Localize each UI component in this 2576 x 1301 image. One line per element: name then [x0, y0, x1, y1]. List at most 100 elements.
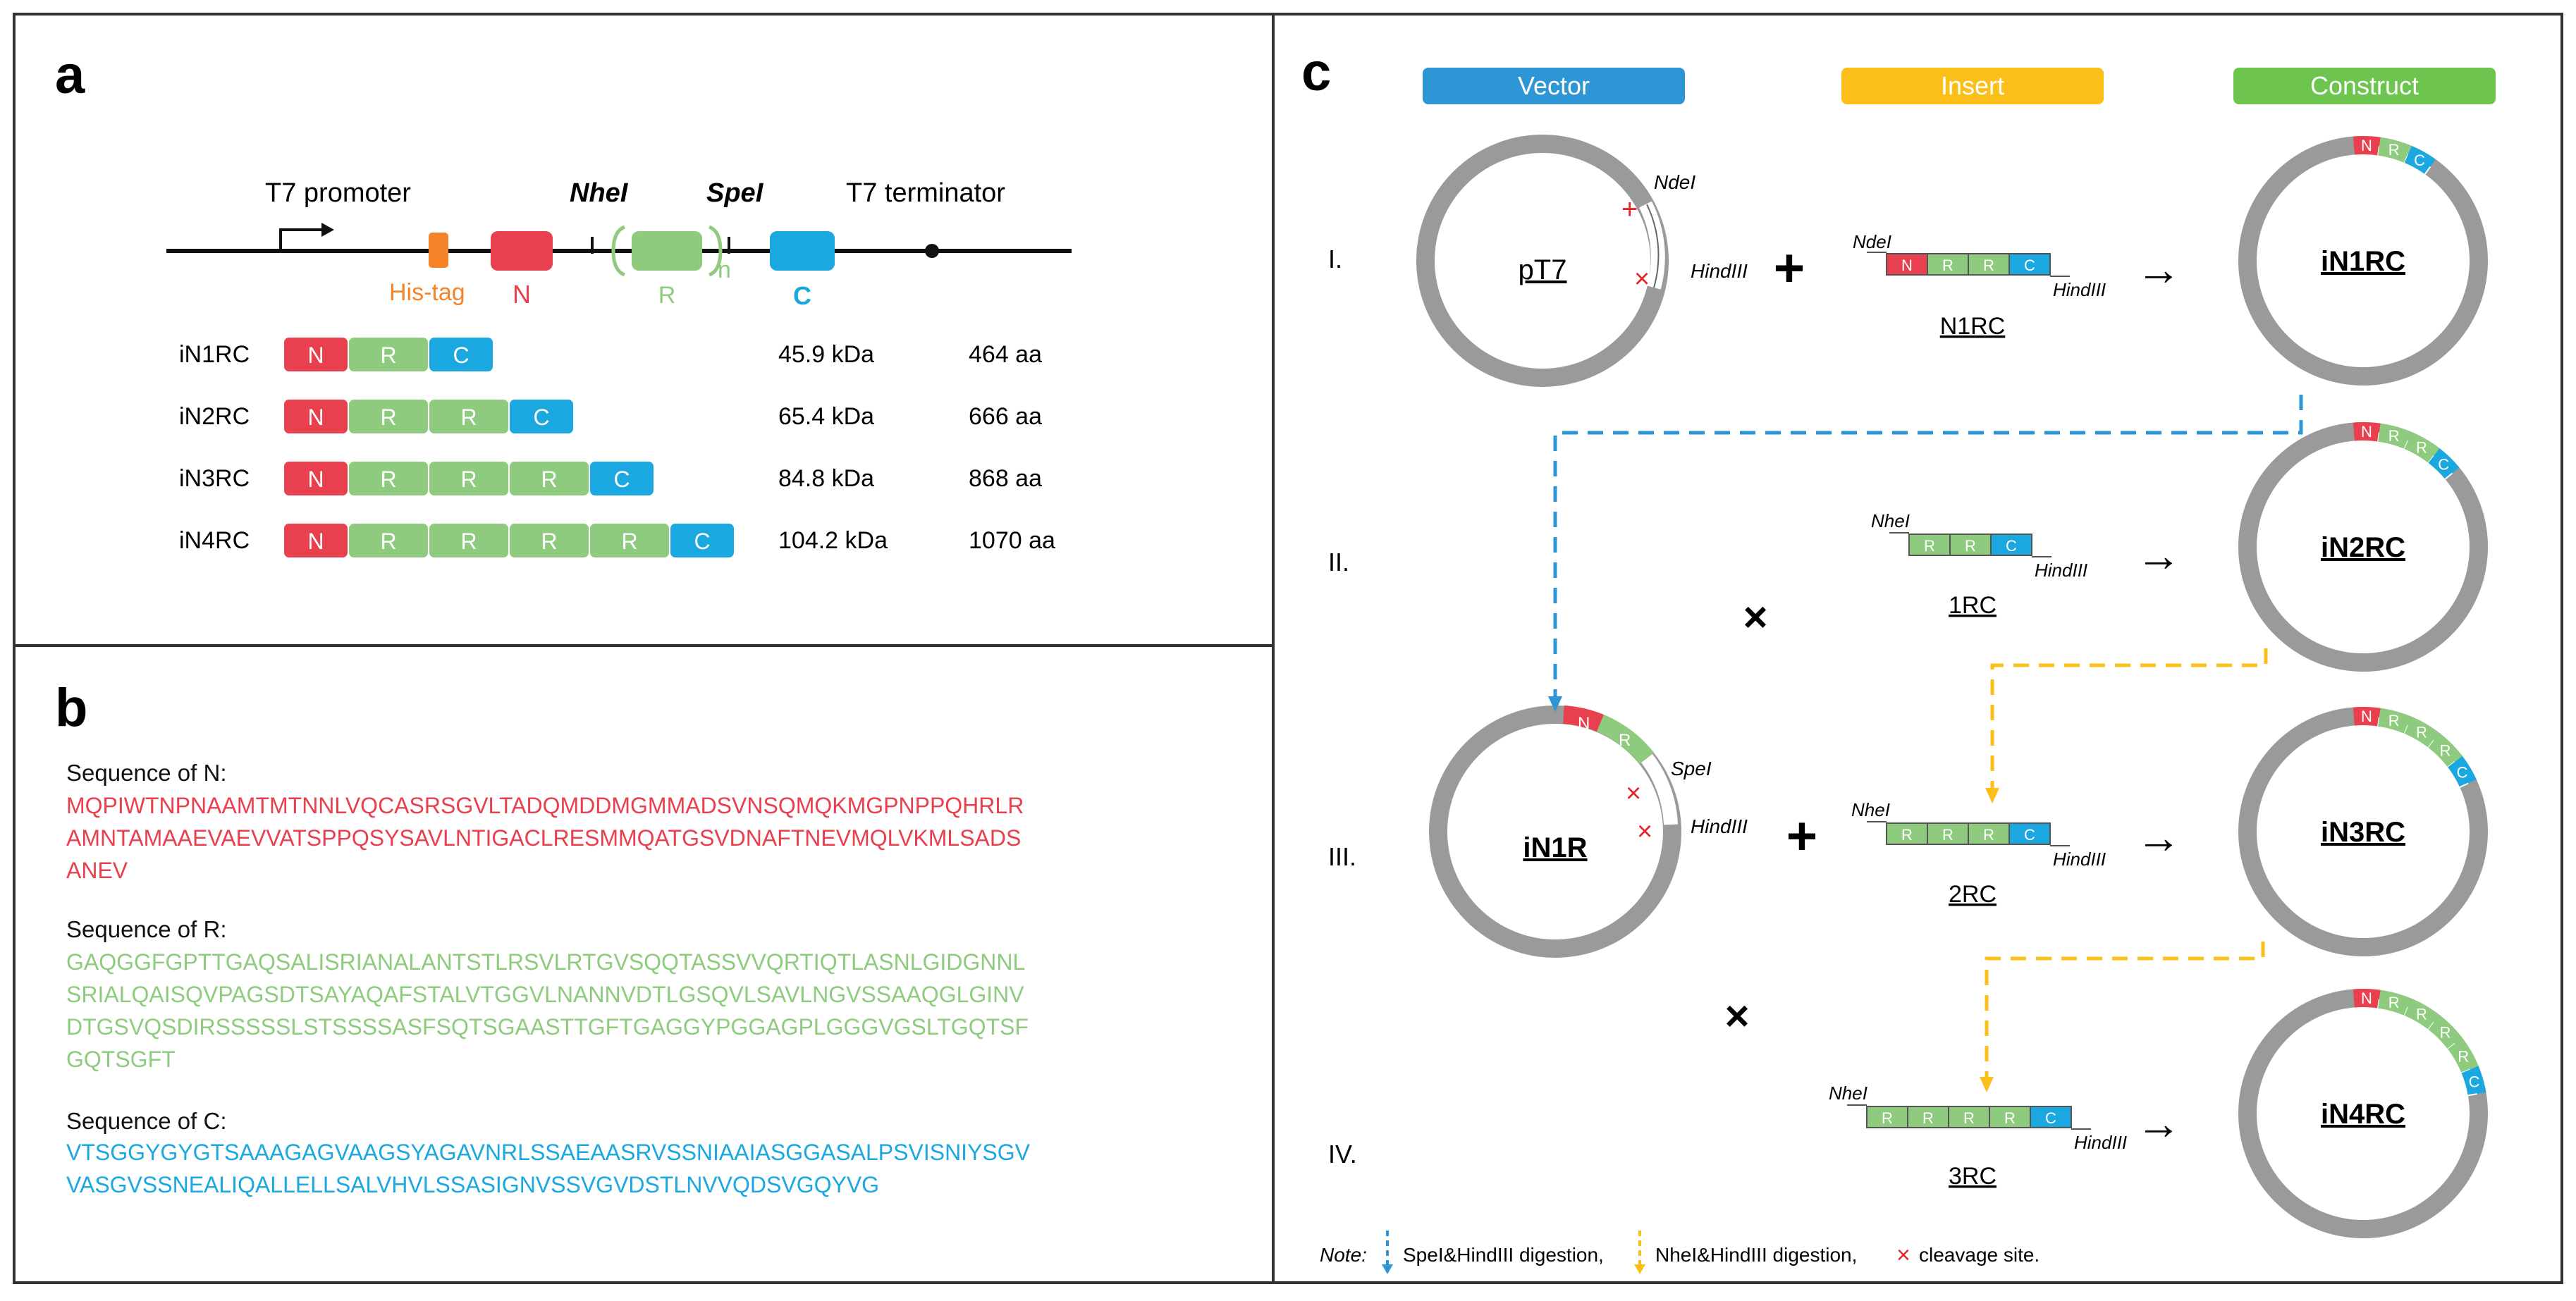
plasmid-segment-label: N [2361, 137, 2372, 154]
insert-left-site: NheI [1829, 1083, 1867, 1104]
panel-c: c Vector Insert Construct I. II. III. IV… [1301, 42, 2496, 1274]
insert-left-site: NdeI [1853, 231, 1891, 252]
insert-block-label: R [1942, 826, 1954, 844]
sequence-line: SRIALQAISQVPAGSDTSAYAQAFSTALVTGGVLNANNVD… [66, 982, 1024, 1007]
row-mass: 104.2 kDa [778, 527, 888, 554]
insert-c-block [2008, 822, 2051, 845]
plasmid-segment [2404, 145, 2436, 175]
flow-arrowhead-blue [1548, 696, 1562, 712]
flow-arrowhead-yellow [1980, 1077, 1994, 1092]
r-block-label: R [621, 529, 637, 554]
in1r-hindiii-label: HindIII [1691, 815, 1748, 837]
vector-in1r: N R iN1R SpeI HindIII × × [1429, 705, 1748, 958]
segment-divider [2444, 472, 2453, 480]
plasmid-segment-label: C [2438, 455, 2449, 473]
sequence-line: AMNTAMAAEVAEVVATSPPQSYSAVLNTIGACLRESMMQA… [66, 825, 1021, 851]
insert-r-block [1927, 822, 1969, 845]
pt7-hindiii-label: HindIII [1691, 260, 1748, 282]
in1r-r-text: R [1619, 731, 1631, 750]
r-block-label: R [460, 529, 477, 554]
plasmid-segment [2404, 716, 2440, 748]
plasmid-segment-label: N [2361, 708, 2372, 725]
r-domain-label: R [658, 282, 676, 309]
segment-divider [2424, 166, 2431, 175]
r-block-label: R [541, 467, 557, 492]
n-domain-label: N [513, 280, 531, 309]
plasmid-segment [2447, 756, 2477, 788]
insert-block-label: R [1924, 537, 1935, 555]
his-tag-label: His-tag [389, 279, 465, 306]
insert-name: 2RC [1949, 881, 1997, 908]
repeat-bracket-left [611, 225, 626, 277]
insert-block-label: C [2045, 1109, 2056, 1127]
insert-right-site: HindIII [2053, 279, 2106, 300]
row-mass: 45.9 kDa [778, 341, 874, 368]
insert-block-label: R [1965, 537, 1976, 555]
n-block-label: N [307, 343, 324, 368]
note-cut-icon: × [1896, 1242, 1910, 1269]
plasmid-segment-label: N [2361, 989, 2372, 1007]
insert-block-label: R [2004, 1109, 2016, 1127]
insert-r-block [1949, 534, 1992, 556]
c-domain-label: C [793, 281, 811, 310]
pt7-ndei-label: NdeI [1654, 171, 1695, 193]
plasmid-segment [2447, 1037, 2479, 1073]
r-domain-block [632, 231, 702, 271]
plasmid-segment-label: R [2458, 1047, 2469, 1065]
cleavage-mark: + [1621, 194, 1638, 225]
note-nhe-text: NheI&HindIII digestion, [1655, 1244, 1857, 1266]
seq-r-title: Sequence of R: [66, 916, 227, 942]
note-cut-text: cleavage site. [1919, 1244, 2040, 1266]
row-length: 1070 aa [969, 527, 1055, 554]
t7-terminator-label: T7 terminator [846, 178, 1005, 208]
insert-c-block [1990, 534, 2032, 556]
row-name: iN2RC [179, 403, 250, 430]
insert-block-label: R [1901, 826, 1913, 844]
c-block-label: C [694, 529, 710, 554]
r-block-label: R [380, 467, 396, 492]
insert-r-block [1908, 534, 1951, 556]
promoter-arrow-icon [279, 228, 321, 251]
sequence-line: DTGSVQSDIRSSSSSLSTSSSSASFSQTSGAASTTGFTGA… [66, 1014, 1029, 1040]
row-length: 666 aa [969, 403, 1042, 430]
n-block-label: N [307, 467, 324, 492]
row-length: 464 aa [969, 341, 1042, 368]
insert-block-label: R [1983, 257, 1994, 274]
insert-c-block [2030, 1106, 2072, 1128]
step-2-label: II. [1328, 548, 1349, 576]
right-arrow-icon: → [2136, 530, 2181, 581]
insert-block-label: R [1942, 257, 1954, 274]
seq-r-lines: GAQGGFGPTTGAQSALISRIANALANTSTLRSVLRTGVSQ… [66, 949, 1029, 1072]
insert-c-block [2008, 253, 2051, 276]
insert-block-label: R [1963, 1109, 1975, 1127]
insert-right-site: HindIII [2053, 849, 2106, 870]
legend-note: Note: SpeI&HindIII digestion, NheI&HindI… [1320, 1231, 2040, 1274]
n-domain-block [491, 231, 553, 271]
in1r-label: iN1R [1523, 832, 1587, 863]
c-block-label: C [533, 405, 549, 430]
in1r-ring [1429, 705, 1681, 958]
plasmid-segment [2353, 422, 2381, 442]
insert-r-block [1968, 822, 2010, 845]
sequence-line: VTSGGYGYGTSAAAGAGVAAGSYAGAVNRLSSAEAASRVS… [66, 1140, 1031, 1165]
step-4-label: IV. [1328, 1140, 1357, 1169]
insert-r-block [1989, 1106, 2031, 1128]
vector-header-label: Vector [1518, 71, 1590, 100]
in1r-open-arc [1640, 753, 1678, 825]
repeat-n-label: n [718, 257, 731, 283]
segment-divider [2459, 782, 2469, 788]
plasmid-segment-label: N [2361, 423, 2372, 440]
in1r-r-segment [1596, 715, 1655, 765]
note-blue-arrowhead [1382, 1264, 1393, 1274]
r-block-label: R [380, 405, 396, 430]
